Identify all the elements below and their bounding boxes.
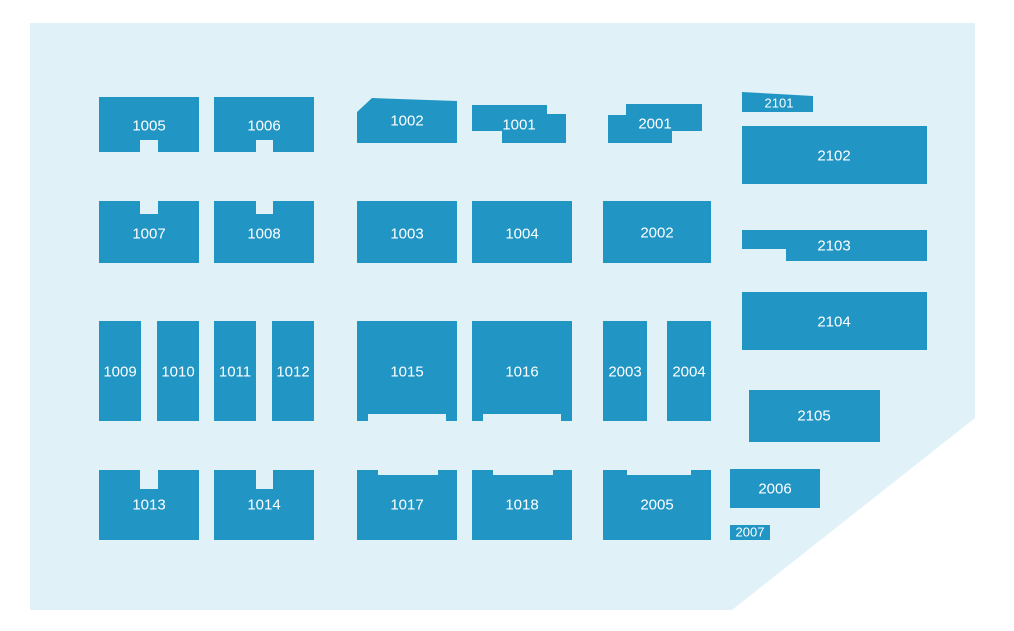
booth-1016[interactable]: 1016: [472, 321, 572, 421]
booth-2006[interactable]: 2006: [730, 469, 820, 508]
booth-1010[interactable]: 1010: [157, 321, 199, 421]
booth-1004[interactable]: 1004: [472, 201, 572, 263]
booth-2104[interactable]: 2104: [742, 292, 927, 350]
booth-shape[interactable]: [357, 201, 457, 263]
booth-shape[interactable]: [472, 201, 572, 263]
booth-shape[interactable]: [214, 470, 314, 540]
booth-shape[interactable]: [608, 104, 702, 143]
booth-shape[interactable]: [742, 92, 813, 112]
booth-shape[interactable]: [730, 469, 820, 508]
booth-shape[interactable]: [99, 321, 141, 421]
booth-1009[interactable]: 1009: [99, 321, 141, 421]
booth-1018[interactable]: 1018: [472, 470, 572, 540]
booth-1015[interactable]: 1015: [357, 321, 457, 421]
booth-shape[interactable]: [99, 201, 199, 263]
booth-shape[interactable]: [357, 98, 457, 143]
booth-2102[interactable]: 2102: [742, 126, 927, 184]
booth-shape[interactable]: [730, 525, 770, 540]
booth-1003[interactable]: 1003: [357, 201, 457, 263]
booth-shape[interactable]: [472, 470, 572, 540]
booth-shape[interactable]: [99, 470, 199, 540]
booth-1002[interactable]: 1002: [357, 98, 457, 143]
booth-shape[interactable]: [603, 470, 711, 540]
booth-2007[interactable]: 2007: [730, 525, 770, 541]
booth-shape[interactable]: [357, 470, 457, 540]
booth-shape[interactable]: [742, 126, 927, 184]
booth-shape[interactable]: [472, 105, 566, 143]
booth-2105[interactable]: 2105: [749, 390, 880, 442]
booth-2003[interactable]: 2003: [603, 321, 647, 421]
booth-1011[interactable]: 1011: [214, 321, 256, 421]
booth-1017[interactable]: 1017: [357, 470, 457, 540]
hall-floor: [30, 23, 975, 610]
booth-shape[interactable]: [603, 321, 647, 421]
booth-shape[interactable]: [472, 321, 572, 421]
booth-shape[interactable]: [667, 321, 711, 421]
booth-shape[interactable]: [214, 97, 314, 152]
booth-shape[interactable]: [742, 292, 927, 350]
booth-shape[interactable]: [742, 230, 927, 261]
booth-2002[interactable]: 2002: [603, 201, 711, 263]
booth-shape[interactable]: [357, 321, 457, 421]
booth-2004[interactable]: 2004: [667, 321, 711, 421]
booth-2005[interactable]: 2005: [603, 470, 711, 540]
booth-shape[interactable]: [214, 201, 314, 263]
booth-shape[interactable]: [157, 321, 199, 421]
booth-shape[interactable]: [99, 97, 199, 152]
booth-shape[interactable]: [603, 201, 711, 263]
booth-1012[interactable]: 1012: [272, 321, 314, 421]
booth-shape[interactable]: [749, 390, 880, 442]
booth-shape[interactable]: [272, 321, 314, 421]
booth-shape[interactable]: [214, 321, 256, 421]
